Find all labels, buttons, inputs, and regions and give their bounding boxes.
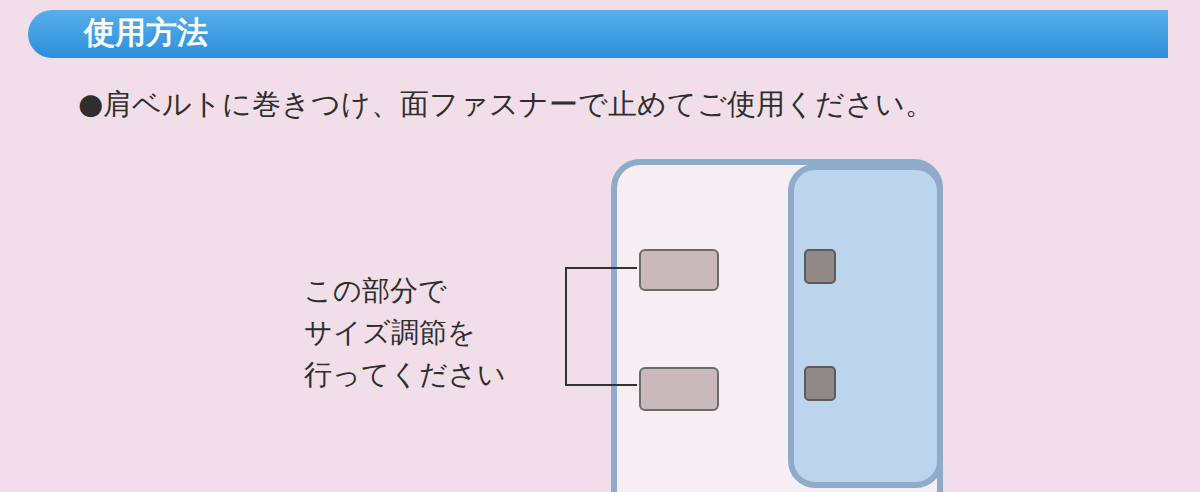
fastener-patch	[805, 250, 835, 283]
instruction-text: ●肩ベルトに巻きつけ、面ファスナーで止めてご使用ください。	[78, 84, 934, 124]
fastener-patch	[640, 368, 718, 410]
callout-text: この部分で サイズ調節を 行ってください	[304, 270, 519, 396]
belt-pad-body	[614, 162, 940, 492]
header-band	[28, 10, 1168, 58]
section-title: 使用方法	[84, 10, 208, 54]
belt-pad-flap	[791, 167, 940, 485]
fastener-patch	[805, 367, 835, 400]
fastener-patch	[640, 250, 718, 290]
leader-bracket	[566, 268, 637, 385]
